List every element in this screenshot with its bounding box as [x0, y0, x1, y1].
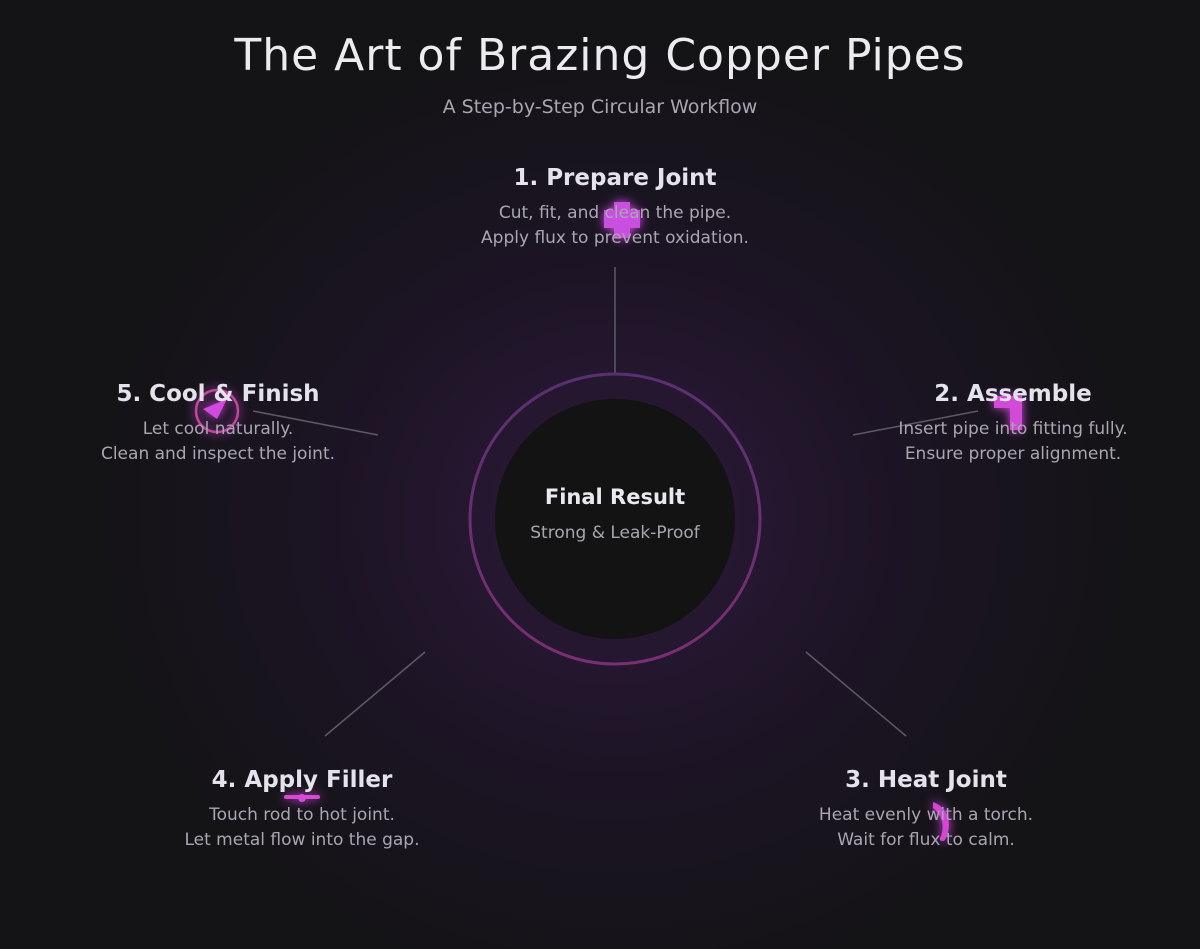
connector-step-2 [852, 410, 979, 436]
step-desc-line: Apply flux to prevent oxidation. [481, 228, 749, 248]
step-title: 2. Assemble [934, 381, 1092, 407]
step-title: 4. Apply Filler [211, 767, 393, 793]
check-circle-icon [194, 388, 240, 434]
flame-icon [933, 802, 949, 842]
connector-step-5 [252, 410, 379, 436]
step-4: 4. Apply Filler Touch rod to hot joint. L… [122, 767, 482, 853]
step-5: 5. Cool & Finish Let cool naturally. Clea… [38, 381, 398, 467]
step-desc-line: Clean and inspect the joint. [100, 444, 336, 464]
step-desc-line: Cut, fit, and clean the pipe. [498, 203, 732, 223]
step-desc-line: Wait for flux to calm. [837, 830, 1015, 850]
step-desc-line: Heat evenly with a torch. [818, 805, 1034, 825]
step-desc-line: Touch rod to hot joint. [209, 805, 395, 825]
outer-ring [468, 372, 762, 666]
filler-rod-icon [284, 794, 320, 802]
step-title: 3. Heat Joint [845, 767, 1007, 793]
step-desc-line: Insert pipe into fitting fully. [898, 419, 1128, 439]
plus-blob-icon [604, 202, 640, 238]
page-subtitle: A Step-by-Step Circular Workflow [442, 96, 758, 118]
step-desc-line: Ensure proper alignment. [904, 444, 1122, 464]
step-desc-line: Let cool naturally. [142, 419, 294, 439]
step-2: 2. Assemble Insert pipe into fitting ful… [833, 381, 1193, 467]
connector-step-4 [324, 651, 426, 737]
center-subtitle: Strong & Leak-Proof [530, 523, 700, 543]
step-1: 1. Prepare Joint Cut, fit, and clean the… [435, 165, 795, 251]
fitting-elbow-icon [994, 396, 1022, 430]
page-title: The Art of Brazing Copper Pipes [234, 30, 966, 81]
center-node: Final Result Strong & Leak-Proof [495, 399, 735, 639]
connector-step-3 [805, 651, 907, 737]
center-title: Final Result [544, 485, 686, 509]
step-title: 1. Prepare Joint [513, 165, 717, 191]
step-title: 5. Cool & Finish [116, 381, 320, 407]
step-desc-line: Let metal flow into the gap. [184, 830, 420, 850]
step-3: 3. Heat Joint Heat evenly with a torch. W… [746, 767, 1106, 853]
